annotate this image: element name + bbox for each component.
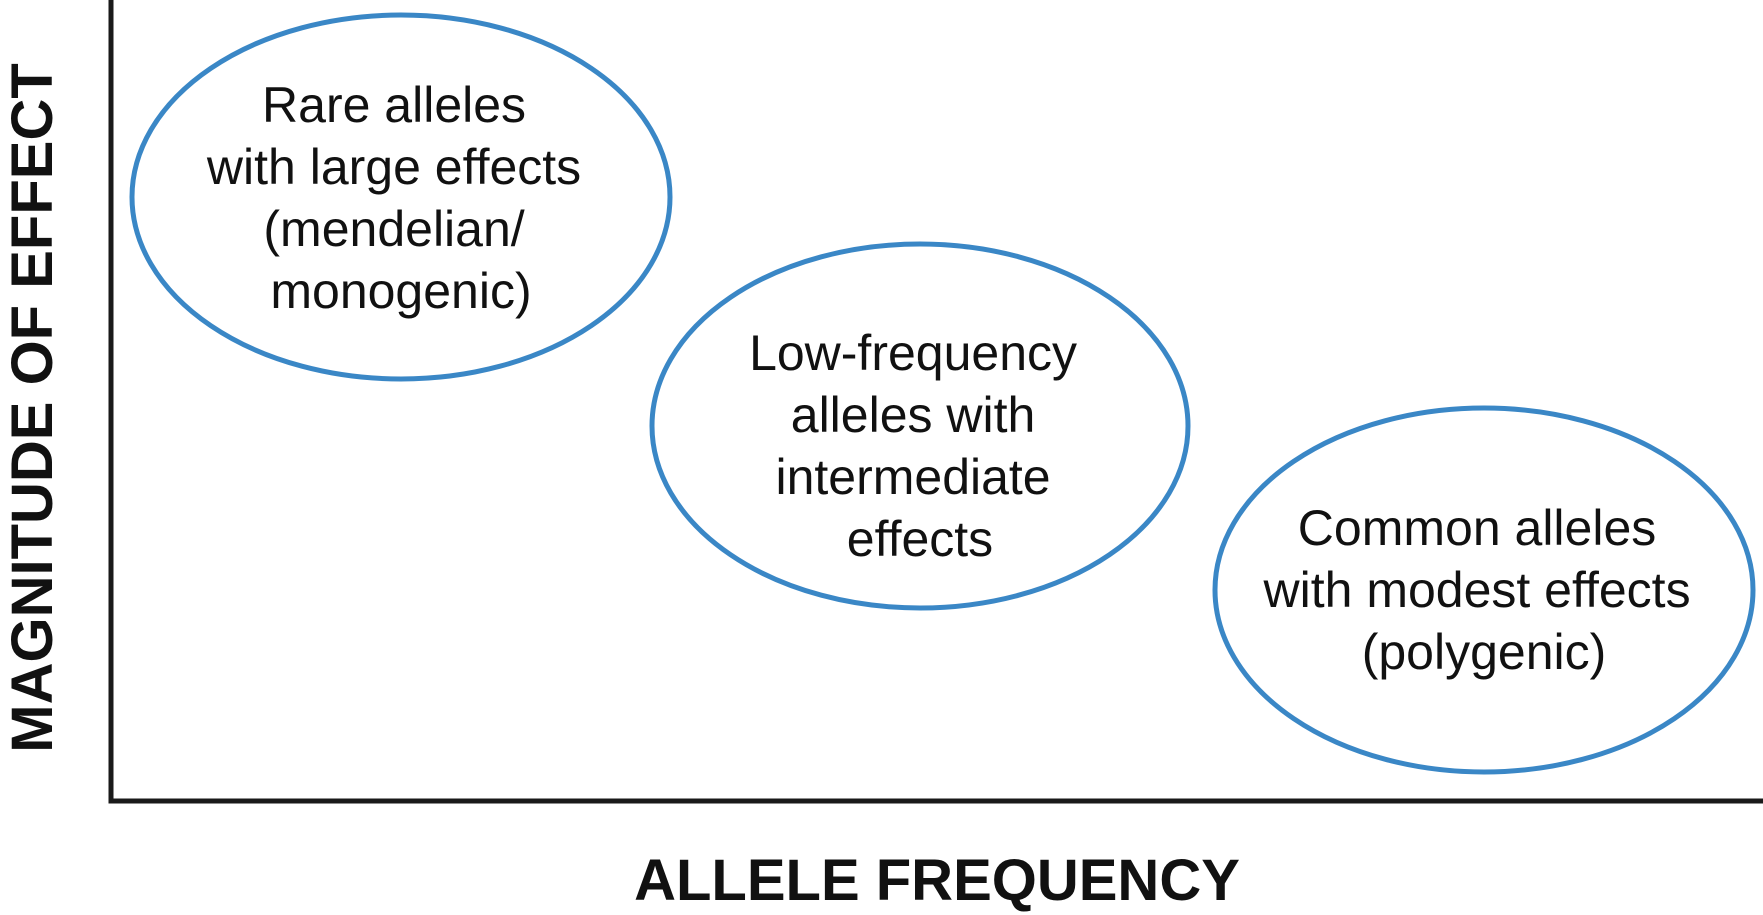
group-line: (polygenic) <box>1362 624 1607 680</box>
group-rare-alleles: Rare alleles with large effects (mendeli… <box>129 12 673 382</box>
group-line: with large effects <box>206 139 581 195</box>
group-line: alleles with <box>791 387 1036 443</box>
group-line: Low-frequency <box>749 325 1077 381</box>
group-line: with modest effects <box>1263 562 1691 618</box>
group-line: (mendelian/ <box>263 201 524 257</box>
ellipse-common-alleles <box>1212 405 1756 775</box>
group-line: intermediate <box>775 449 1050 505</box>
group-low-frequency-alleles-label: Low-frequency alleles with intermediate … <box>749 325 1091 567</box>
group-common-alleles: Common alleles with modest effects (poly… <box>1212 405 1756 775</box>
ellipse-rare-alleles <box>129 12 673 382</box>
group-low-frequency-alleles: Low-frequency alleles with intermediate … <box>649 241 1191 611</box>
group-line: Rare alleles <box>262 77 526 133</box>
y-axis-label: MAGNITUDE OF EFFECT <box>0 63 65 753</box>
group-line: monogenic) <box>270 263 531 319</box>
group-common-alleles-label: Common alleles with modest effects (poly… <box>1263 500 1705 680</box>
group-line: Common alleles <box>1298 500 1656 556</box>
group-rare-alleles-label: Rare alleles with large effects (mendeli… <box>206 77 595 319</box>
group-line: effects <box>847 511 993 567</box>
x-axis-label: ALLELE FREQUENCY <box>634 848 1240 913</box>
ellipse-low-frequency-alleles <box>649 241 1191 611</box>
